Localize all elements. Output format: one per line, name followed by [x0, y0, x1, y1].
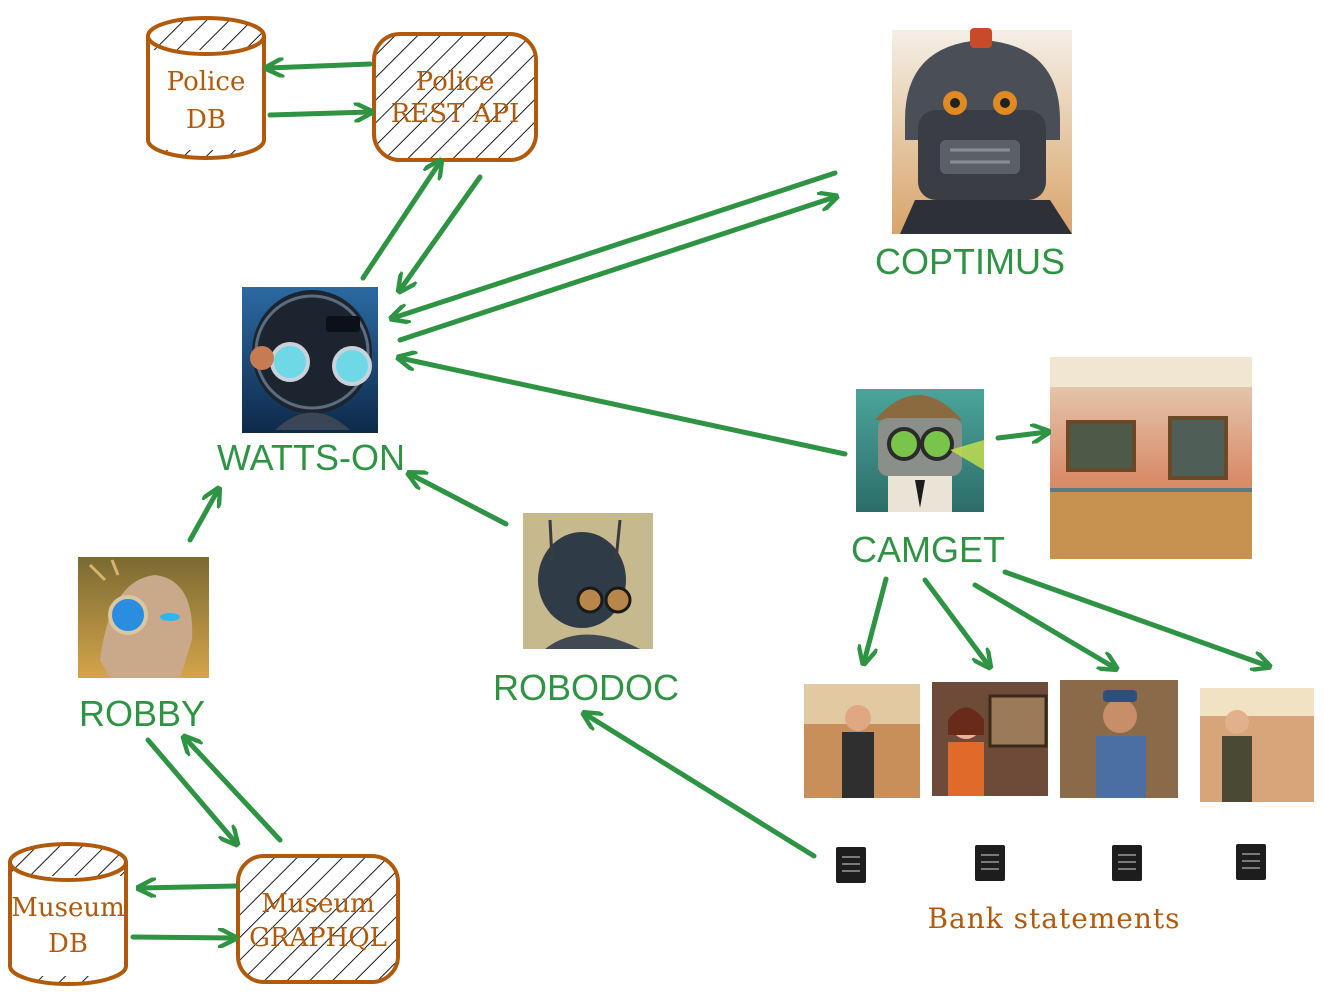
document-icon — [1236, 844, 1266, 880]
person-portrait-3 — [1060, 680, 1178, 798]
police-db-cylinder: Police DB — [146, 16, 266, 160]
arrow-police-api-to-watts-on — [400, 174, 483, 290]
person-portrait-4 — [1200, 688, 1314, 802]
police-rest-api-box: Police REST API — [372, 32, 538, 162]
robodoc-label: ROBODOC — [493, 667, 679, 708]
coptimus-robot-image — [892, 28, 1072, 234]
arrow-police-db-to-police-api — [267, 112, 370, 115]
police-db-label-line1: Police — [167, 67, 246, 97]
arrow-museum-api-to-museum-db — [140, 886, 239, 888]
robby-label: ROBBY — [79, 693, 205, 734]
person-portrait-1 — [804, 684, 920, 798]
arrow-robodoc-to-watts-on — [410, 474, 509, 527]
arrow-robby-to-watts-on — [187, 490, 218, 543]
arrow-camget-to-person-2 — [922, 577, 989, 666]
arrow-museum-api-to-robby — [185, 738, 283, 843]
arrow-bank-statements-to-robodoc — [585, 714, 817, 859]
document-icon — [1112, 845, 1142, 881]
police-api-label-line2: REST API — [391, 99, 520, 129]
arrow-camget-to-watts-on — [400, 358, 848, 457]
document-icon — [836, 847, 866, 883]
police-db-label-line2: DB — [186, 105, 226, 135]
arrow-watts-on-to-police-api — [360, 162, 440, 281]
robodoc-robot-image — [523, 513, 653, 649]
museum-api-label-line1: Museum — [261, 889, 375, 919]
arrow-camget-to-person-3 — [972, 582, 1115, 668]
arrow-camget-to-person-1 — [864, 576, 889, 662]
arrow-museum-db-to-museum-api — [130, 937, 234, 938]
arrow-watts-on-to-coptimus — [397, 197, 835, 343]
arrows-group — [130, 64, 1268, 938]
museum-room-image — [1050, 357, 1252, 559]
museum-graphql-box: Museum GRAPHQL — [236, 854, 400, 984]
museum-db-cylinder: Museum DB — [8, 842, 128, 986]
watts-on-robot-image — [242, 287, 378, 433]
document-icon — [975, 845, 1005, 881]
museum-db-label-line1: Museum — [11, 893, 125, 923]
arrow-camget-to-museum-room — [995, 432, 1047, 438]
arrow-police-api-to-police-db — [268, 64, 373, 68]
museum-db-label-line2: DB — [48, 929, 88, 959]
arrow-camget-to-person-4 — [1002, 569, 1268, 666]
bank-statements-caption: Bank statements — [927, 902, 1180, 935]
camget-label: CAMGET — [851, 529, 1005, 570]
arrow-coptimus-to-watts-on — [393, 170, 838, 318]
police-api-label-line1: Police — [416, 67, 495, 97]
person-portrait-2 — [932, 682, 1048, 796]
arrow-robby-to-museum-api — [145, 737, 236, 843]
camget-robot-image — [856, 389, 984, 512]
watts-on-label: WATTS-ON — [217, 437, 405, 478]
museum-api-label-line2: GRAPHQL — [249, 923, 387, 953]
coptimus-label: COPTIMUS — [875, 241, 1065, 282]
robby-robot-image — [78, 557, 209, 678]
